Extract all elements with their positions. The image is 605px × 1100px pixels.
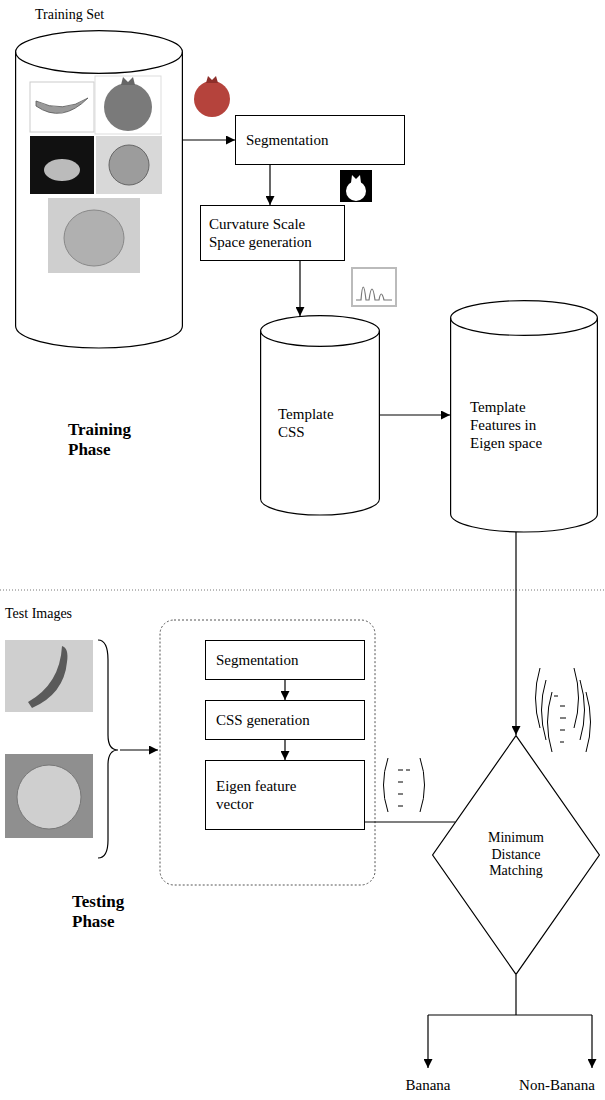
segmented-silhouette <box>351 175 361 183</box>
node-text: Minimum Distance Matching <box>471 830 561 880</box>
template-vector-stack <box>586 692 591 752</box>
node-text: CSS generation <box>216 711 310 729</box>
template-vector-stack <box>580 680 585 740</box>
test-images <box>17 765 81 829</box>
database-cylinder: Template Features in Eigen space <box>450 300 598 532</box>
decision-split <box>428 975 592 1068</box>
phase-label: Training Phase <box>68 420 163 461</box>
segmented-silhouette <box>340 170 372 202</box>
training-images <box>36 98 88 113</box>
cylinder-outline <box>16 52 183 348</box>
decision-split <box>515 975 516 1015</box>
input-arrow <box>120 749 158 750</box>
training-images <box>30 76 162 273</box>
sample-pomegranate <box>206 76 218 83</box>
process-box: Segmentation <box>205 640 365 680</box>
test-images <box>5 640 93 838</box>
cylinder-outline <box>450 300 598 532</box>
css-plot-icon <box>356 287 392 300</box>
store-heading: Training Set <box>35 7 104 24</box>
sample-pomegranate <box>194 81 230 117</box>
decision-split <box>428 1014 592 1015</box>
phase-separator <box>0 590 605 591</box>
test-images <box>28 646 67 708</box>
feature-vector-bracket <box>384 758 389 812</box>
database-cylinder: Training Set <box>15 30 183 348</box>
process-box: Eigen feature vector <box>205 760 365 830</box>
feature-vector-bracket <box>398 770 410 806</box>
test-images <box>5 754 93 838</box>
outcome-label: Banana <box>378 1076 478 1094</box>
outcome-label: Non-Banana <box>512 1076 602 1094</box>
process-box: CSS generation <box>205 700 365 740</box>
node-text: Template Features in Eigen space <box>470 398 560 452</box>
flow-arrow <box>299 261 300 316</box>
node-text: Curvature Scale Space generation <box>209 215 336 251</box>
css-plot-icon <box>352 268 396 306</box>
segmented-silhouette <box>340 170 372 202</box>
segmented-silhouette <box>346 181 366 201</box>
template-vector-stack <box>542 680 547 740</box>
training-images <box>96 136 162 194</box>
template-vector-stack <box>536 668 541 728</box>
template-vector-stack <box>548 692 553 752</box>
process-box: Curvature Scale Space generation <box>200 205 345 261</box>
training-images <box>44 159 80 181</box>
cylinder-outline <box>261 316 380 347</box>
decision-split <box>591 1015 592 1068</box>
flow-arrow <box>269 165 270 205</box>
diamond-outline <box>433 736 600 975</box>
training-images <box>30 136 94 194</box>
training-images <box>95 76 161 134</box>
flow-arrow <box>515 532 516 735</box>
css-plot-icon <box>352 268 396 306</box>
phase-label: Testing Phase <box>72 892 167 933</box>
curly-brace <box>98 640 118 858</box>
flow-arrow <box>284 680 285 700</box>
node-text: Eigen feature vector <box>216 777 316 813</box>
training-images <box>48 198 140 273</box>
decision-diamond: Minimum Distance Matching <box>432 735 600 975</box>
cylinder-outline <box>261 331 380 515</box>
feature-vector-bracket <box>384 758 425 812</box>
cylinder-outline <box>451 318 598 532</box>
flow-arrow <box>284 740 285 760</box>
cylinder-outline <box>15 30 183 348</box>
decision-split <box>427 1015 428 1068</box>
feature-vector-bracket <box>420 758 425 812</box>
sample-pomegranate <box>194 76 230 117</box>
template-vector-stack <box>536 668 591 752</box>
training-images <box>109 145 149 185</box>
flow-arrow <box>183 139 235 140</box>
template-vector-stack <box>554 696 566 742</box>
group-label: Test Images <box>5 606 125 623</box>
cylinder-outline <box>16 31 183 74</box>
node-text: Segmentation <box>216 651 299 669</box>
template-vector-stack <box>574 668 579 728</box>
training-images <box>121 77 135 85</box>
training-images <box>64 210 124 266</box>
process-box: Segmentation <box>235 115 405 165</box>
node-text: Template CSS <box>278 405 348 441</box>
test-images <box>5 640 93 712</box>
training-images <box>104 83 152 131</box>
node-text: Segmentation <box>246 131 329 149</box>
training-images <box>30 82 94 132</box>
database-cylinder: Template CSS <box>260 315 380 515</box>
flow-arrow <box>365 821 455 822</box>
flow-arrow <box>380 414 450 415</box>
testing-group-outline <box>160 620 375 885</box>
cylinder-outline <box>451 301 598 336</box>
